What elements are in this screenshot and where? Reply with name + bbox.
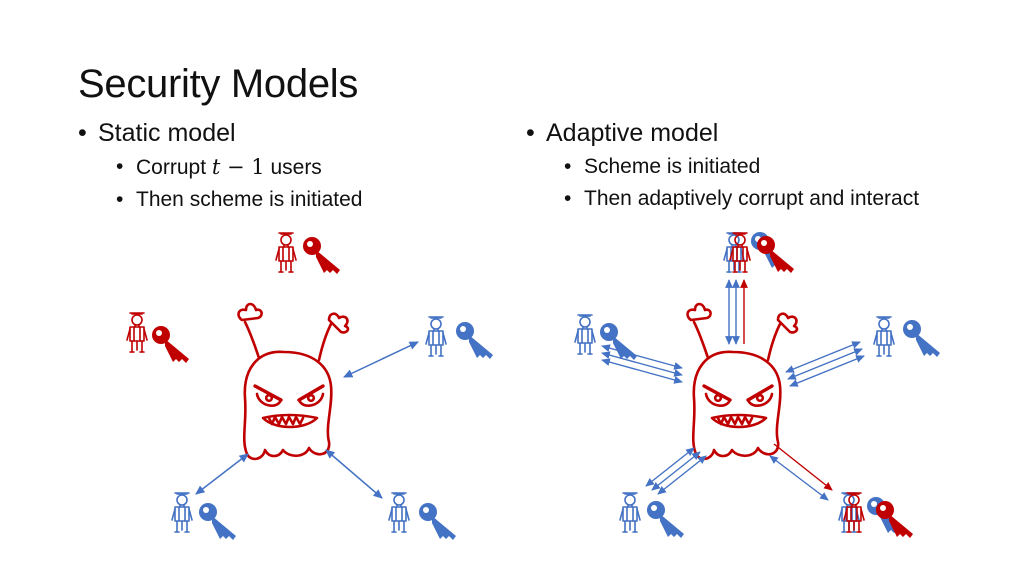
static-honest-user-bottom-right bbox=[388, 492, 456, 540]
adaptive-model-diagram bbox=[574, 232, 940, 538]
key-icon bbox=[419, 503, 456, 540]
static-model-subbullet-2: • Then scheme is initiated bbox=[116, 184, 362, 216]
adaptive-model-heading: Adaptive model bbox=[546, 119, 719, 147]
person-icon bbox=[873, 316, 895, 357]
static-interaction-arrows bbox=[195, 341, 419, 499]
adaptive-model-subbullet-2: • Then adaptively corrupt and interact bbox=[564, 183, 919, 215]
math-variable-t: t bbox=[211, 155, 221, 179]
adaptive-user-bottom-right bbox=[838, 492, 913, 538]
static-corrupted-user-left bbox=[126, 312, 189, 363]
key-icon bbox=[757, 236, 794, 273]
adaptive-user-top bbox=[723, 232, 794, 273]
monster-icon bbox=[236, 302, 350, 461]
static-honest-user-right bbox=[425, 316, 493, 359]
key-icon bbox=[647, 501, 684, 538]
arrow-to-user-right bbox=[787, 348, 863, 380]
static-honest-user-bottom-left bbox=[171, 492, 236, 540]
adaptive-adversary bbox=[685, 302, 799, 461]
person-icon bbox=[275, 232, 297, 273]
person-icon bbox=[619, 492, 641, 533]
person-icon bbox=[723, 232, 745, 273]
adaptive-honest-user-right bbox=[873, 316, 940, 357]
arrow-corrupt-user-bottom-right bbox=[773, 443, 833, 491]
key-icon bbox=[903, 320, 940, 357]
person-icon bbox=[729, 232, 751, 273]
arrow-to-user-right bbox=[343, 341, 419, 378]
key-icon bbox=[199, 503, 236, 540]
subbullet-text: Then adaptively corrupt and interact bbox=[584, 187, 920, 210]
arrow-to-user-bottom-right bbox=[769, 455, 829, 501]
static-model-heading: Static model bbox=[98, 119, 236, 147]
slide-title: Security Models bbox=[78, 62, 359, 106]
static-model-diagram bbox=[126, 232, 493, 540]
adaptive-model-column: • Adaptive model • Scheme is initiated •… bbox=[526, 117, 919, 215]
static-model-bullet: • Static model bbox=[78, 119, 236, 147]
person-icon bbox=[388, 492, 410, 533]
static-model-column: • Static model • Corrupt t − 1 users • T… bbox=[78, 117, 362, 216]
subbullet-text: Scheme is initiated bbox=[584, 155, 761, 178]
static-model-subbullet-1: • Corrupt t − 1 users bbox=[116, 151, 362, 184]
adaptive-honest-user-bottom-left bbox=[619, 492, 684, 538]
arrow-to-user-bottom-left bbox=[651, 451, 701, 491]
key-icon bbox=[152, 326, 189, 363]
person-icon bbox=[425, 316, 447, 357]
math-minus-one: − 1 bbox=[220, 155, 265, 179]
static-corrupted-user-top bbox=[275, 232, 340, 274]
person-icon bbox=[126, 312, 148, 353]
arrow-to-user-bottom-left bbox=[657, 455, 707, 495]
arrow-to-user-bottom-right bbox=[325, 449, 383, 499]
static-adversary bbox=[236, 302, 350, 461]
adaptive-model-bullet: • Adaptive model bbox=[526, 119, 719, 147]
adaptive-model-subbullet-1: • Scheme is initiated bbox=[564, 151, 919, 183]
arrow-to-user-left bbox=[601, 358, 683, 384]
arrow-to-user-right bbox=[785, 341, 861, 373]
person-icon bbox=[171, 492, 193, 533]
subbullet-text: Then scheme is initiated bbox=[136, 188, 363, 211]
arrow-to-user-bottom-left bbox=[645, 447, 695, 487]
subbullet-text: Corrupt t − 1 users bbox=[136, 155, 322, 179]
adaptive-interaction-arrows bbox=[601, 279, 865, 501]
key-icon bbox=[456, 322, 493, 359]
person-icon bbox=[574, 314, 596, 355]
monster-icon bbox=[685, 302, 799, 461]
arrow-to-user-bottom-left bbox=[195, 453, 249, 495]
key-icon bbox=[303, 237, 340, 274]
arrow-to-user-right bbox=[789, 355, 865, 387]
